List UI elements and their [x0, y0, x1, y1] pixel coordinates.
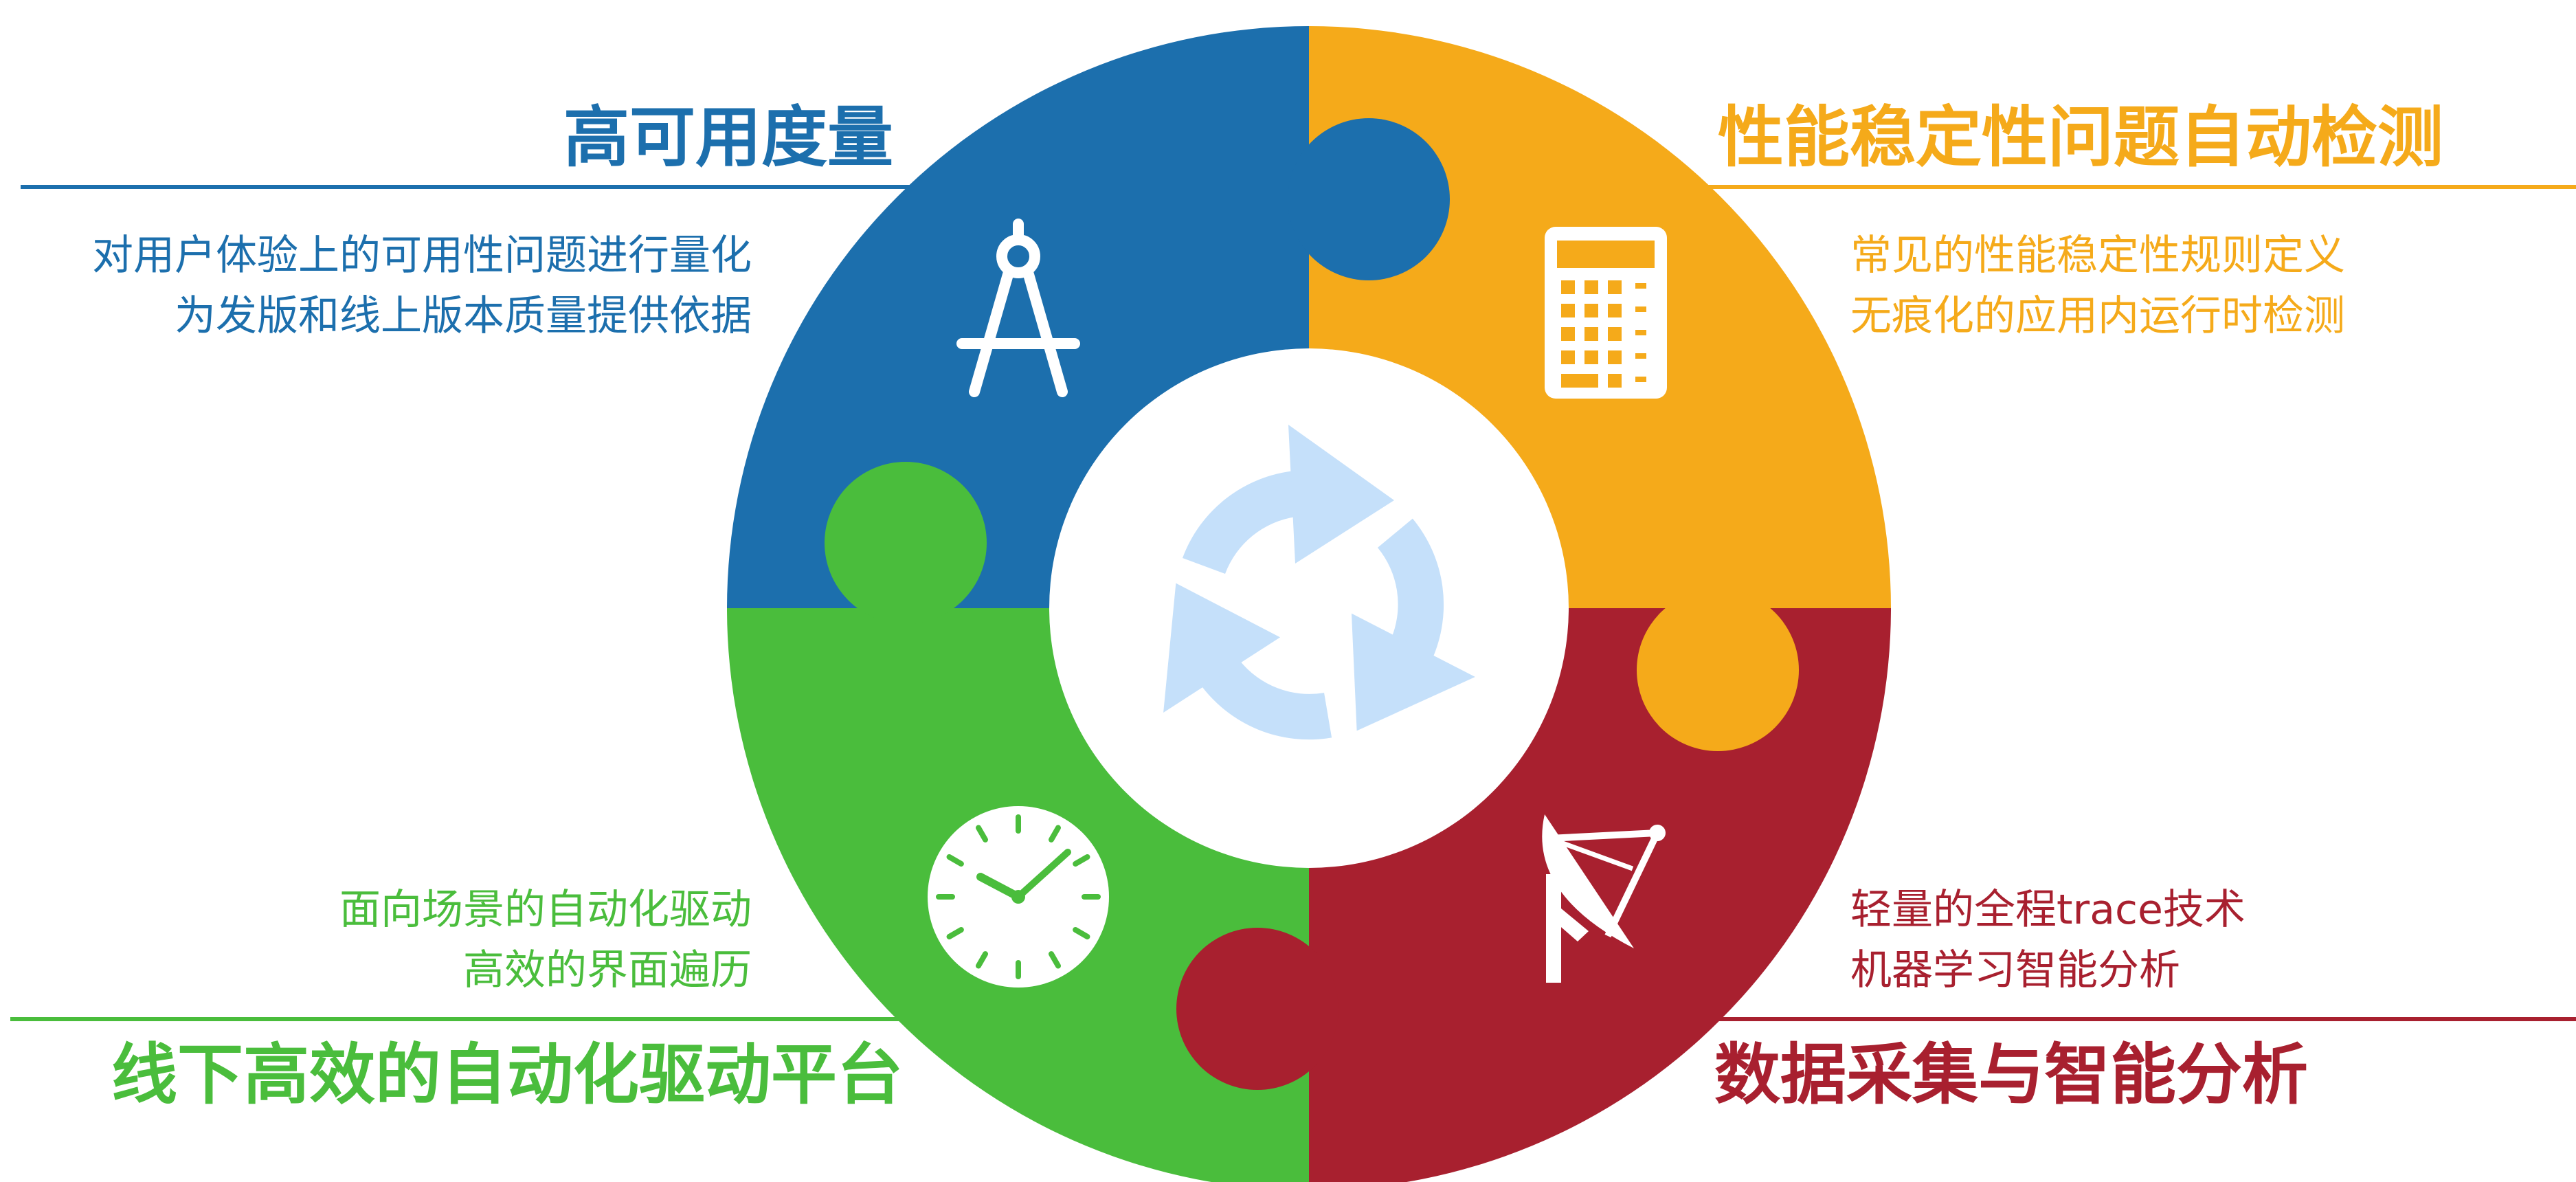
puzzle-knob-blue [1288, 118, 1450, 280]
puzzle-knob-red [1176, 928, 1339, 1090]
calculator-key [1608, 280, 1622, 294]
desc-top-right: 常见的性能稳定性规则定义 无痕化的应用内运行时检测 [1850, 225, 2345, 346]
desc-top-left-line-1: 对用户体验上的可用性问题进行量化 [92, 232, 752, 280]
calculator-operator [1635, 377, 1646, 382]
clock-tick [1073, 927, 1090, 939]
desc-top-left: 对用户体验上的可用性问题进行量化 为发版和线上版本质量提供依据 [92, 225, 752, 346]
desc-top-right-line-2: 无痕化的应用内运行时检测 [1850, 292, 2345, 340]
cycle-arrows-icon [1163, 425, 1475, 740]
title-bottom-left: 线下高效的自动化驱动平台 [111, 1036, 903, 1113]
calculator-key [1561, 327, 1575, 341]
center-circle [1049, 348, 1569, 868]
calculator-operator [1635, 353, 1646, 359]
clock-tick [946, 927, 964, 939]
clock-tick [976, 951, 988, 969]
desc-bottom-right-line-2: 机器学习智能分析 [1850, 946, 2180, 994]
desc-bottom-left: 面向场景的自动化驱动 高效的界面遍历 [339, 880, 752, 1001]
calculator-key [1584, 350, 1598, 364]
calculator-key [1608, 350, 1622, 364]
puzzle-knob-orange [1637, 589, 1799, 751]
clock-tick [1049, 825, 1061, 843]
calculator-operator [1635, 330, 1646, 335]
desc-top-right-line-1: 常见的性能稳定性规则定义 [1850, 232, 2345, 280]
calculator-key [1561, 280, 1575, 294]
calculator-icon [1545, 227, 1667, 399]
clock-tick [1073, 854, 1090, 867]
clock-icon [928, 806, 1109, 988]
title-bottom-right: 数据采集与智能分析 [1714, 1036, 2308, 1113]
title-top-left: 高可用度量 [563, 99, 893, 176]
clock-tick [1049, 951, 1061, 969]
calculator-operator [1635, 283, 1646, 289]
calculator-operator [1635, 306, 1646, 312]
calculator-key [1584, 327, 1598, 341]
desc-bottom-left-line-2: 高效的界面遍历 [463, 946, 752, 994]
satellite-dish-icon [1542, 814, 1666, 983]
calculator-key [1608, 374, 1622, 388]
calculator-key [1561, 350, 1575, 364]
desc-top-left-line-2: 为发版和线上版本质量提供依据 [175, 292, 752, 340]
calculator-key [1608, 327, 1622, 341]
compass-icon [956, 219, 1080, 397]
calculator-key [1561, 374, 1598, 388]
desc-bottom-right: 轻量的全程trace技术 机器学习智能分析 [1850, 880, 2245, 1001]
calculator-key [1584, 304, 1598, 317]
calculator-key [1584, 280, 1598, 294]
puzzle-knob-green [825, 462, 987, 624]
desc-bottom-left-line-1: 面向场景的自动化驱动 [339, 886, 752, 934]
clock-tick [976, 825, 988, 843]
clock-tick [946, 854, 964, 867]
title-top-right: 性能稳定性问题自动检测 [1718, 99, 2443, 176]
desc-bottom-right-line-1: 轻量的全程trace技术 [1850, 886, 2245, 934]
calculator-key [1608, 304, 1622, 317]
calculator-key [1561, 304, 1575, 317]
